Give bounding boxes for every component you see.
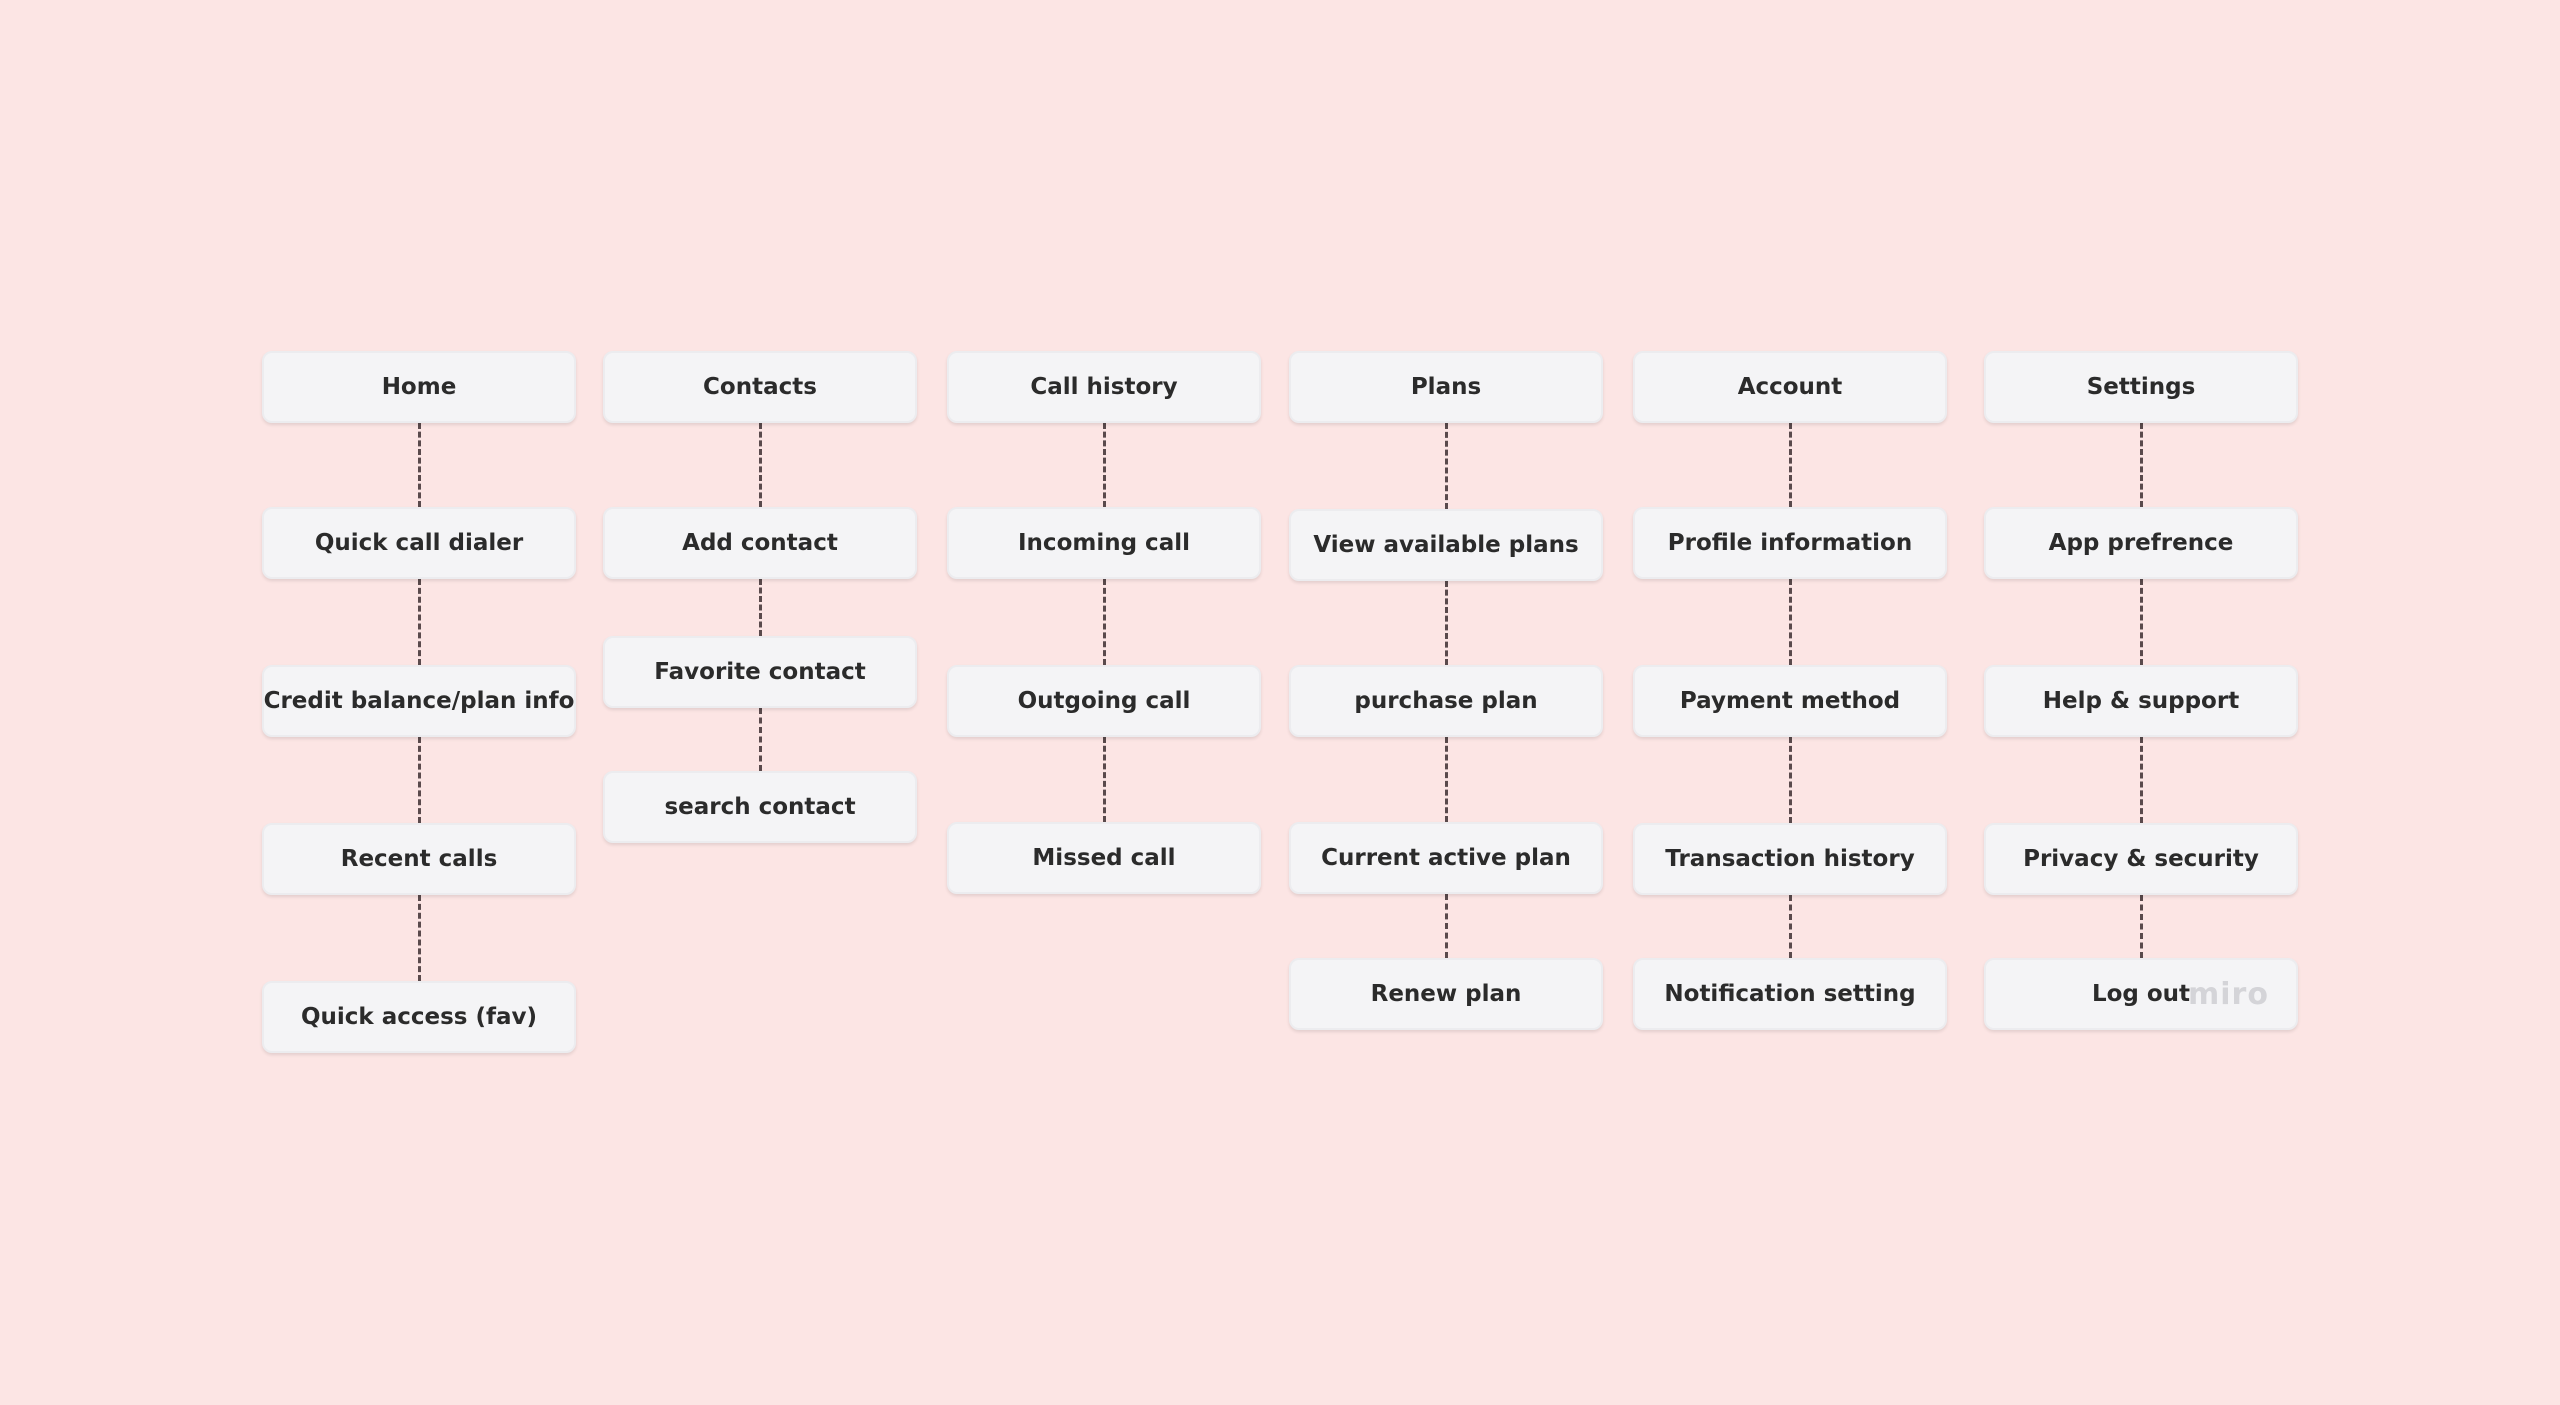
connector-line — [418, 895, 421, 981]
category-node-call-history[interactable]: Call history — [947, 351, 1261, 423]
item-node-outgoing-call[interactable]: Outgoing call — [947, 665, 1261, 737]
category-node-contacts[interactable]: Contacts — [603, 351, 917, 423]
item-node-help-and-support[interactable]: Help & support — [1984, 665, 2298, 737]
item-node-privacy-and-security[interactable]: Privacy & security — [1984, 823, 2298, 895]
item-node-search-contact[interactable]: search contact — [603, 771, 917, 843]
item-node-credit-balance-plan-info[interactable]: Credit balance/plan info — [262, 665, 576, 737]
connector-line — [1103, 579, 1106, 665]
connector-line — [2140, 423, 2143, 507]
item-node-favorite-contact[interactable]: Favorite contact — [603, 636, 917, 708]
category-node-home[interactable]: Home — [262, 351, 576, 423]
connector-line — [1445, 894, 1448, 958]
connector-line — [1445, 423, 1448, 509]
item-node-missed-call[interactable]: Missed call — [947, 822, 1261, 894]
item-node-current-active-plan[interactable]: Current active plan — [1289, 822, 1603, 894]
item-node-payment-method[interactable]: Payment method — [1633, 665, 1947, 737]
connector-line — [1445, 581, 1448, 665]
category-node-settings[interactable]: Settings — [1984, 351, 2298, 423]
connector-line — [1103, 737, 1106, 822]
connector-line — [1445, 737, 1448, 822]
item-node-log-out[interactable]: Log out — [1984, 958, 2298, 1030]
item-node-notification-setting[interactable]: Notification setting — [1633, 958, 1947, 1030]
item-node-quick-access-fav[interactable]: Quick access (fav) — [262, 981, 576, 1053]
connector-line — [1103, 423, 1106, 507]
connector-line — [1789, 737, 1792, 823]
item-node-add-contact[interactable]: Add contact — [603, 507, 917, 579]
item-node-app-prefrence[interactable]: App prefrence — [1984, 507, 2298, 579]
connector-line — [418, 579, 421, 665]
item-node-incoming-call[interactable]: Incoming call — [947, 507, 1261, 579]
item-node-renew-plan[interactable]: Renew plan — [1289, 958, 1603, 1030]
item-node-quick-call-dialer[interactable]: Quick call dialer — [262, 507, 576, 579]
connector-line — [1789, 579, 1792, 665]
connector-line — [2140, 579, 2143, 665]
connector-line — [759, 579, 762, 636]
category-node-plans[interactable]: Plans — [1289, 351, 1603, 423]
connector-line — [759, 708, 762, 771]
item-node-recent-calls[interactable]: Recent calls — [262, 823, 576, 895]
connector-line — [418, 737, 421, 823]
category-node-account[interactable]: Account — [1633, 351, 1947, 423]
connector-line — [1789, 423, 1792, 507]
connector-line — [418, 423, 421, 507]
item-node-profile-information[interactable]: Profile information — [1633, 507, 1947, 579]
item-node-view-available-plans[interactable]: View available plans — [1289, 509, 1603, 581]
connector-line — [2140, 737, 2143, 823]
connector-line — [759, 423, 762, 507]
item-node-transaction-history[interactable]: Transaction history — [1633, 823, 1947, 895]
item-node-purchase-plan[interactable]: purchase plan — [1289, 665, 1603, 737]
connector-line — [2140, 895, 2143, 958]
miro-watermark: miro — [2188, 977, 2269, 1012]
connector-line — [1789, 895, 1792, 958]
